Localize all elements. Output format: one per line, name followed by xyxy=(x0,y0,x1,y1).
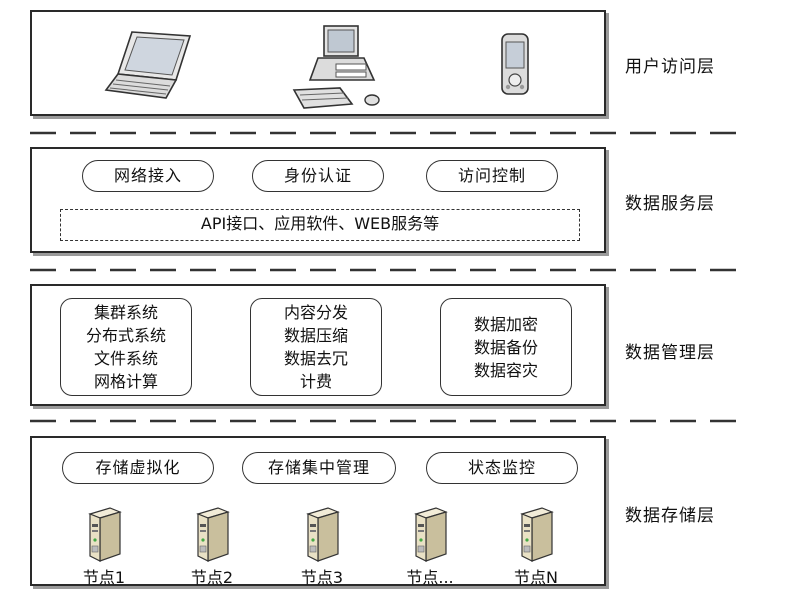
separator-2 xyxy=(30,268,750,272)
mgmt-box-2-line: 数据去冗 xyxy=(283,349,348,368)
data-storage-layer-box: 存储虚拟化 存储集中管理 状态监控 节点1 节点2 节点3 节点... 节点N xyxy=(30,436,606,587)
desktop-computer-icon xyxy=(292,25,380,109)
pill-network-access: 网络接入 xyxy=(82,160,214,192)
layer-label-data-management: 数据管理层 xyxy=(625,343,715,363)
node-label: 节点2 xyxy=(190,568,234,587)
mgmt-box-3-line: 数据加密 xyxy=(473,314,538,334)
mgmt-box-3-line: 数据容灾 xyxy=(473,360,538,380)
pill-access-control: 访问控制 xyxy=(426,160,558,192)
node-label: 节点1 xyxy=(82,568,126,587)
mgmt-box-3: 数据加密 数据备份 数据容灾 xyxy=(440,298,572,396)
mgmt-box-2-line: 计费 xyxy=(299,372,332,391)
mgmt-box-1-line: 分布式系统 xyxy=(85,326,166,345)
pill-storage-central-mgmt: 存储集中管理 xyxy=(242,452,396,484)
mgmt-box-1-line: 集群系统 xyxy=(93,303,158,322)
mgmt-box-1-line: 文件系统 xyxy=(93,349,158,368)
server-icon xyxy=(520,507,554,562)
mgmt-box-3-line: 数据备份 xyxy=(473,337,538,357)
pill-identity-auth: 身份认证 xyxy=(252,160,384,192)
pill-status-monitor: 状态监控 xyxy=(426,452,578,484)
data-management-layer-box: 集群系统 分布式系统 文件系统 网格计算 内容分发 数据压缩 数据去冗 计费 数… xyxy=(30,284,606,406)
api-dashed-box: API接口、应用软件、WEB服务等 xyxy=(60,209,580,241)
node-label: 节点... xyxy=(406,568,454,587)
mgmt-box-1: 集群系统 分布式系统 文件系统 网格计算 xyxy=(60,298,192,396)
server-icon xyxy=(196,507,230,562)
server-icon xyxy=(88,507,122,562)
separator-3 xyxy=(30,419,750,423)
node-label: 节点3 xyxy=(300,568,344,587)
layer-label-data-storage: 数据存储层 xyxy=(625,506,715,526)
pill-storage-virtualization: 存储虚拟化 xyxy=(62,452,214,484)
mgmt-box-2: 内容分发 数据压缩 数据去冗 计费 xyxy=(250,298,382,396)
layer-label-data-service: 数据服务层 xyxy=(625,194,715,214)
server-icon xyxy=(306,507,340,562)
user-access-layer-box xyxy=(30,10,606,116)
node-label: 节点N xyxy=(514,568,558,587)
separator-1 xyxy=(30,131,750,135)
laptop-icon xyxy=(104,31,192,99)
mobile-device-icon xyxy=(501,33,529,95)
layer-label-user-access: 用户访问层 xyxy=(625,57,715,77)
mgmt-box-2-line: 内容分发 xyxy=(283,303,348,322)
server-icon xyxy=(414,507,448,562)
mgmt-box-2-line: 数据压缩 xyxy=(283,326,348,345)
data-service-layer-box: 网络接入 身份认证 访问控制 API接口、应用软件、WEB服务等 xyxy=(30,147,606,253)
mgmt-box-1-line: 网格计算 xyxy=(93,372,158,391)
